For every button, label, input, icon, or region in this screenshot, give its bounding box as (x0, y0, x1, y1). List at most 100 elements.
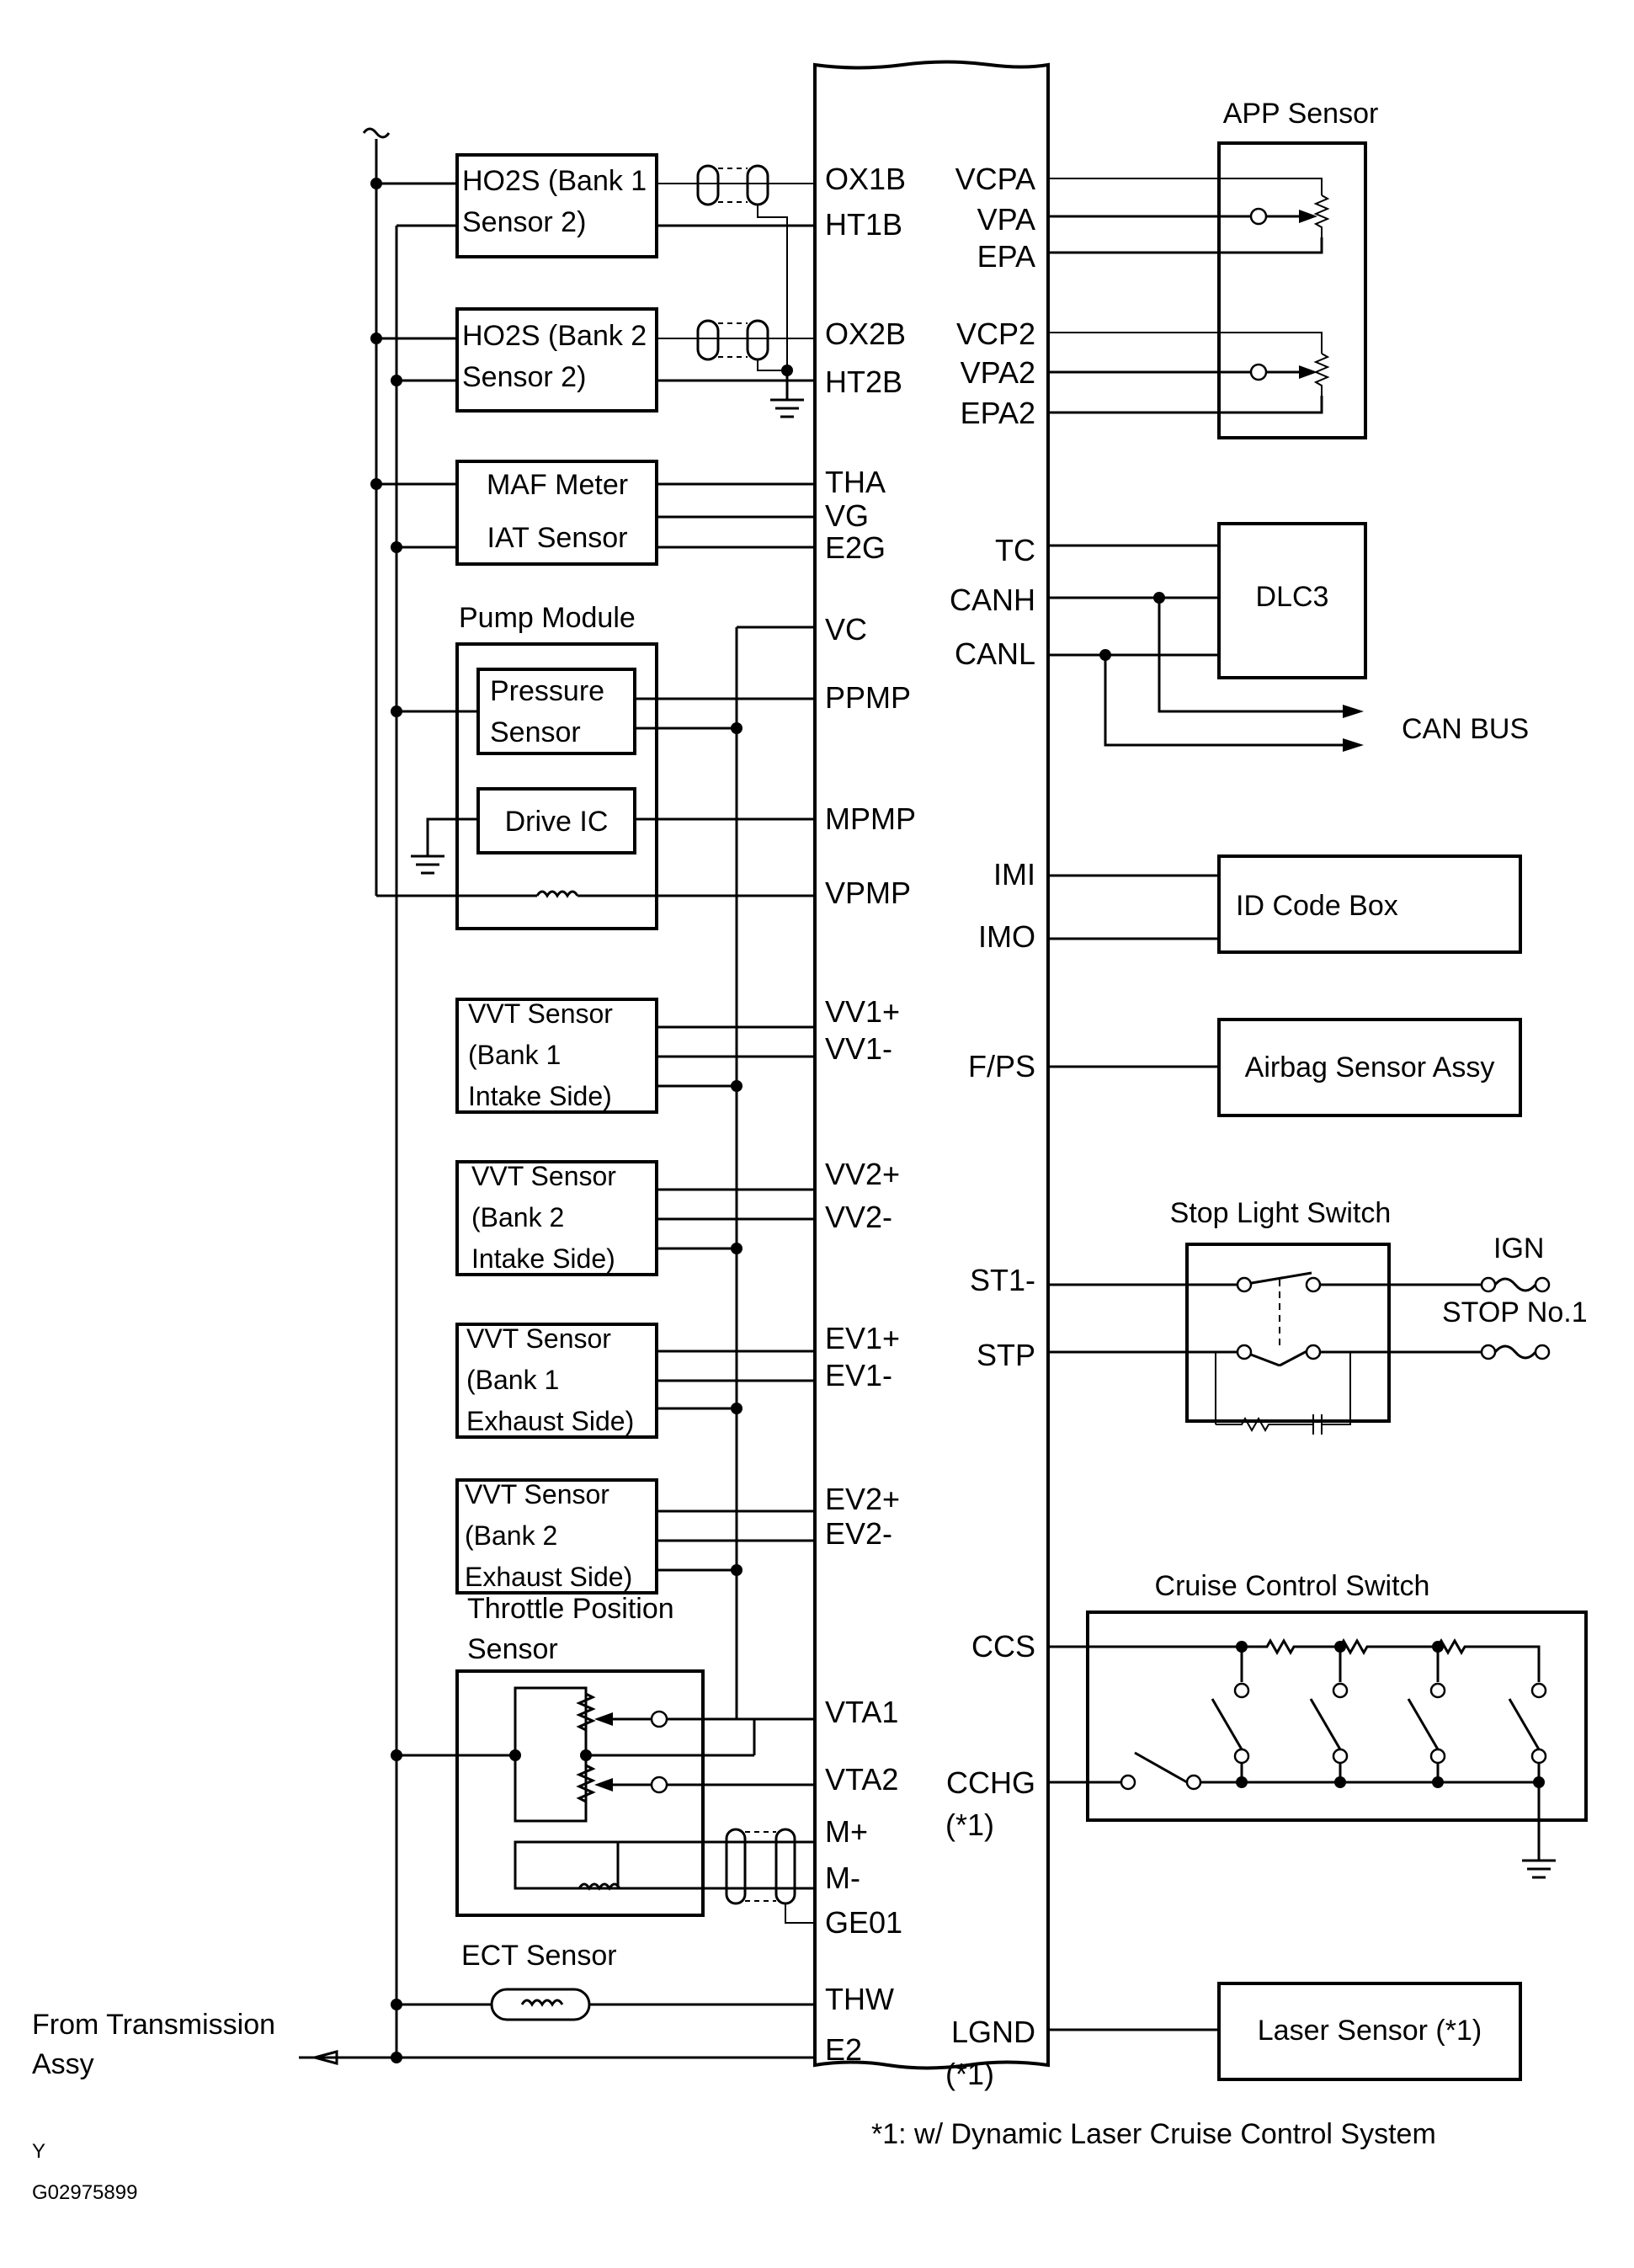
pin-e2g: E2G (825, 530, 886, 565)
pin-vc: VC (825, 612, 867, 647)
pin-cchg-note: (*1) (945, 1807, 994, 1842)
tps-label-1: Throttle Position (467, 1593, 674, 1625)
stop-fuse-label: STOP No.1 (1442, 1296, 1588, 1328)
pin-ev2-plus: EV2+ (825, 1482, 900, 1516)
pump-module-label: Pump Module (459, 602, 636, 634)
ho2s-bank2-label-1: HO2S (Bank 2 (462, 320, 647, 352)
id-code-box-group: ID Code Box (1048, 854, 1522, 954)
iat-sensor-label: IAT Sensor (487, 522, 628, 554)
pin-ev2-minus: EV2- (825, 1516, 892, 1551)
pin-m-plus: M+ (825, 1814, 868, 1849)
pin-e2: E2 (825, 2032, 862, 2067)
pin-canh: CANH (950, 583, 1035, 617)
pin-vv2-minus: VV2- (825, 1200, 892, 1234)
vvt4-label-3: Exhaust Side) (465, 1562, 632, 1592)
pin-vpmp: VPMP (825, 876, 911, 910)
pin-lgnd-note: (*1) (945, 2057, 994, 2091)
pressure-sensor-label-1: Pressure (490, 675, 604, 707)
drive-ic-label: Drive IC (505, 806, 609, 838)
pin-vv1-minus: VV1- (825, 1031, 892, 1066)
vvt2-label-2: (Bank 2 (471, 1202, 564, 1232)
vvt-bank1-exhaust: VVT Sensor (Bank 1 Exhaust Side) (455, 1323, 815, 1439)
app-sensor-group: APP Sensor (1048, 98, 1379, 439)
stop-light-switch-group: Stop Light Switch IGN STOP No.1 (1048, 1197, 1588, 1435)
ecm-left-pin-labels: OX1B HT1B OX2B HT2B THA VG E2G VC PPMP M… (825, 162, 916, 2067)
pin-vta2: VTA2 (825, 1762, 898, 1797)
pin-ge01: GE01 (825, 1905, 902, 1940)
maf-iat-group: MAF Meter IAT Sensor (376, 460, 815, 566)
app-sensor-label: APP Sensor (1223, 98, 1379, 130)
figure-code: G02975899 (32, 2181, 137, 2204)
corner-mark: Y (32, 2140, 45, 2163)
vvt1-label-1: VVT Sensor (468, 998, 613, 1029)
dlc3-group: DLC3 CAN BUS (1048, 522, 1529, 752)
pin-vcp2: VCP2 (956, 317, 1035, 351)
pin-vpa: VPA (977, 202, 1035, 237)
pin-cchg: CCHG (946, 1765, 1035, 1800)
airbag-sensor-label: Airbag Sensor Assy (1245, 1051, 1495, 1083)
pin-vg: VG (825, 498, 869, 533)
pin-vta1: VTA1 (825, 1695, 898, 1729)
ecm-right-pin-labels: VCPA VPA EPA VCP2 VPA2 EPA2 TC CANH CANL… (945, 162, 1035, 2091)
pin-thw: THW (825, 1982, 894, 2016)
pin-vpa2: VPA2 (961, 355, 1035, 390)
pin-fps: F/PS (968, 1049, 1035, 1083)
ect-sensor-label: ECT Sensor (461, 1940, 617, 1972)
vvt3-label-2: (Bank 1 (466, 1365, 559, 1395)
pin-vv1-plus: VV1+ (825, 994, 900, 1029)
vvt-bank2-intake: VVT Sensor (Bank 2 Intake Side) (455, 1160, 815, 1276)
vvt3-label-3: Exhaust Side) (466, 1406, 634, 1436)
ho2s-bank1-label-1: HO2S (Bank 1 (462, 165, 647, 197)
pin-ox2b: OX2B (825, 317, 906, 351)
maf-meter-label: MAF Meter (487, 469, 628, 501)
pin-ev1-plus: EV1+ (825, 1321, 900, 1355)
vvt2-label-1: VVT Sensor (471, 1161, 616, 1191)
from-transmission-label-2: Assy (32, 2048, 94, 2080)
pin-ppmp: PPMP (825, 680, 911, 715)
pin-vv2-plus: VV2+ (825, 1157, 900, 1191)
vvt-bank1-intake: VVT Sensor (Bank 1 Intake Side) (455, 998, 815, 1114)
pin-ht2b: HT2B (825, 365, 902, 399)
can-bus-label: CAN BUS (1402, 713, 1529, 745)
tps-label-2: Sensor (467, 1633, 558, 1665)
pin-imi: IMI (993, 857, 1035, 892)
ho2s-bank2-group: HO2S (Bank 2 Sensor 2) (376, 307, 815, 418)
pin-ht1b: HT1B (825, 207, 902, 242)
from-transmission-label-1: From Transmission (32, 2009, 275, 2041)
ect-sensor-group: ECT Sensor From Transmission Assy (32, 1940, 815, 2080)
vvt4-label-1: VVT Sensor (465, 1479, 609, 1509)
pin-ev1-minus: EV1- (825, 1358, 892, 1392)
pin-ox1b: OX1B (825, 162, 906, 196)
pump-module-group: Pump Module Pressure Sensor Drive IC (376, 602, 815, 930)
vvt4-label-2: (Bank 2 (465, 1520, 557, 1551)
cruise-control-switch-group: Cruise Control Switch (1048, 1570, 1588, 1879)
ecm-body (813, 60, 1050, 2070)
pin-epa2: EPA2 (961, 396, 1035, 430)
vvt1-label-2: (Bank 1 (468, 1040, 561, 1070)
pin-ccs: CCS (971, 1629, 1035, 1664)
id-code-box-label: ID Code Box (1236, 890, 1398, 922)
pin-epa: EPA (977, 239, 1035, 274)
left-junction-dots (370, 178, 793, 2063)
vvt2-label-3: Intake Side) (471, 1243, 615, 1274)
pressure-sensor-label-2: Sensor (490, 716, 581, 748)
dlc3-label: DLC3 (1256, 581, 1329, 613)
stop-light-switch-label: Stop Light Switch (1170, 1197, 1392, 1229)
footnote: *1: w/ Dynamic Laser Cruise Control Syst… (871, 2118, 1436, 2150)
airbag-group: Airbag Sensor Assy (1048, 1018, 1522, 1117)
pin-mpmp: MPMP (825, 801, 916, 836)
ho2s-bank2-label-2: Sensor 2) (462, 361, 586, 393)
throttle-position-sensor-group: Throttle Position Sensor (397, 1593, 815, 1924)
cruise-switch-label: Cruise Control Switch (1155, 1570, 1430, 1602)
vvt1-label-3: Intake Side) (468, 1081, 612, 1111)
pin-canl: CANL (955, 636, 1035, 671)
ign-label: IGN (1493, 1232, 1544, 1264)
ho2s-bank1-label-2: Sensor 2) (462, 206, 586, 238)
laser-sensor-group: Laser Sensor (*1) (1048, 1982, 1522, 2081)
pin-tha: THA (825, 465, 886, 499)
pin-m-minus: M- (825, 1861, 860, 1895)
vvt-bank2-exhaust: VVT Sensor (Bank 2 Exhaust Side) (455, 1478, 815, 1595)
ho2s-bank1-group: HO2S (Bank 1 Sensor 2) (376, 153, 815, 370)
pin-imo: IMO (978, 919, 1035, 954)
